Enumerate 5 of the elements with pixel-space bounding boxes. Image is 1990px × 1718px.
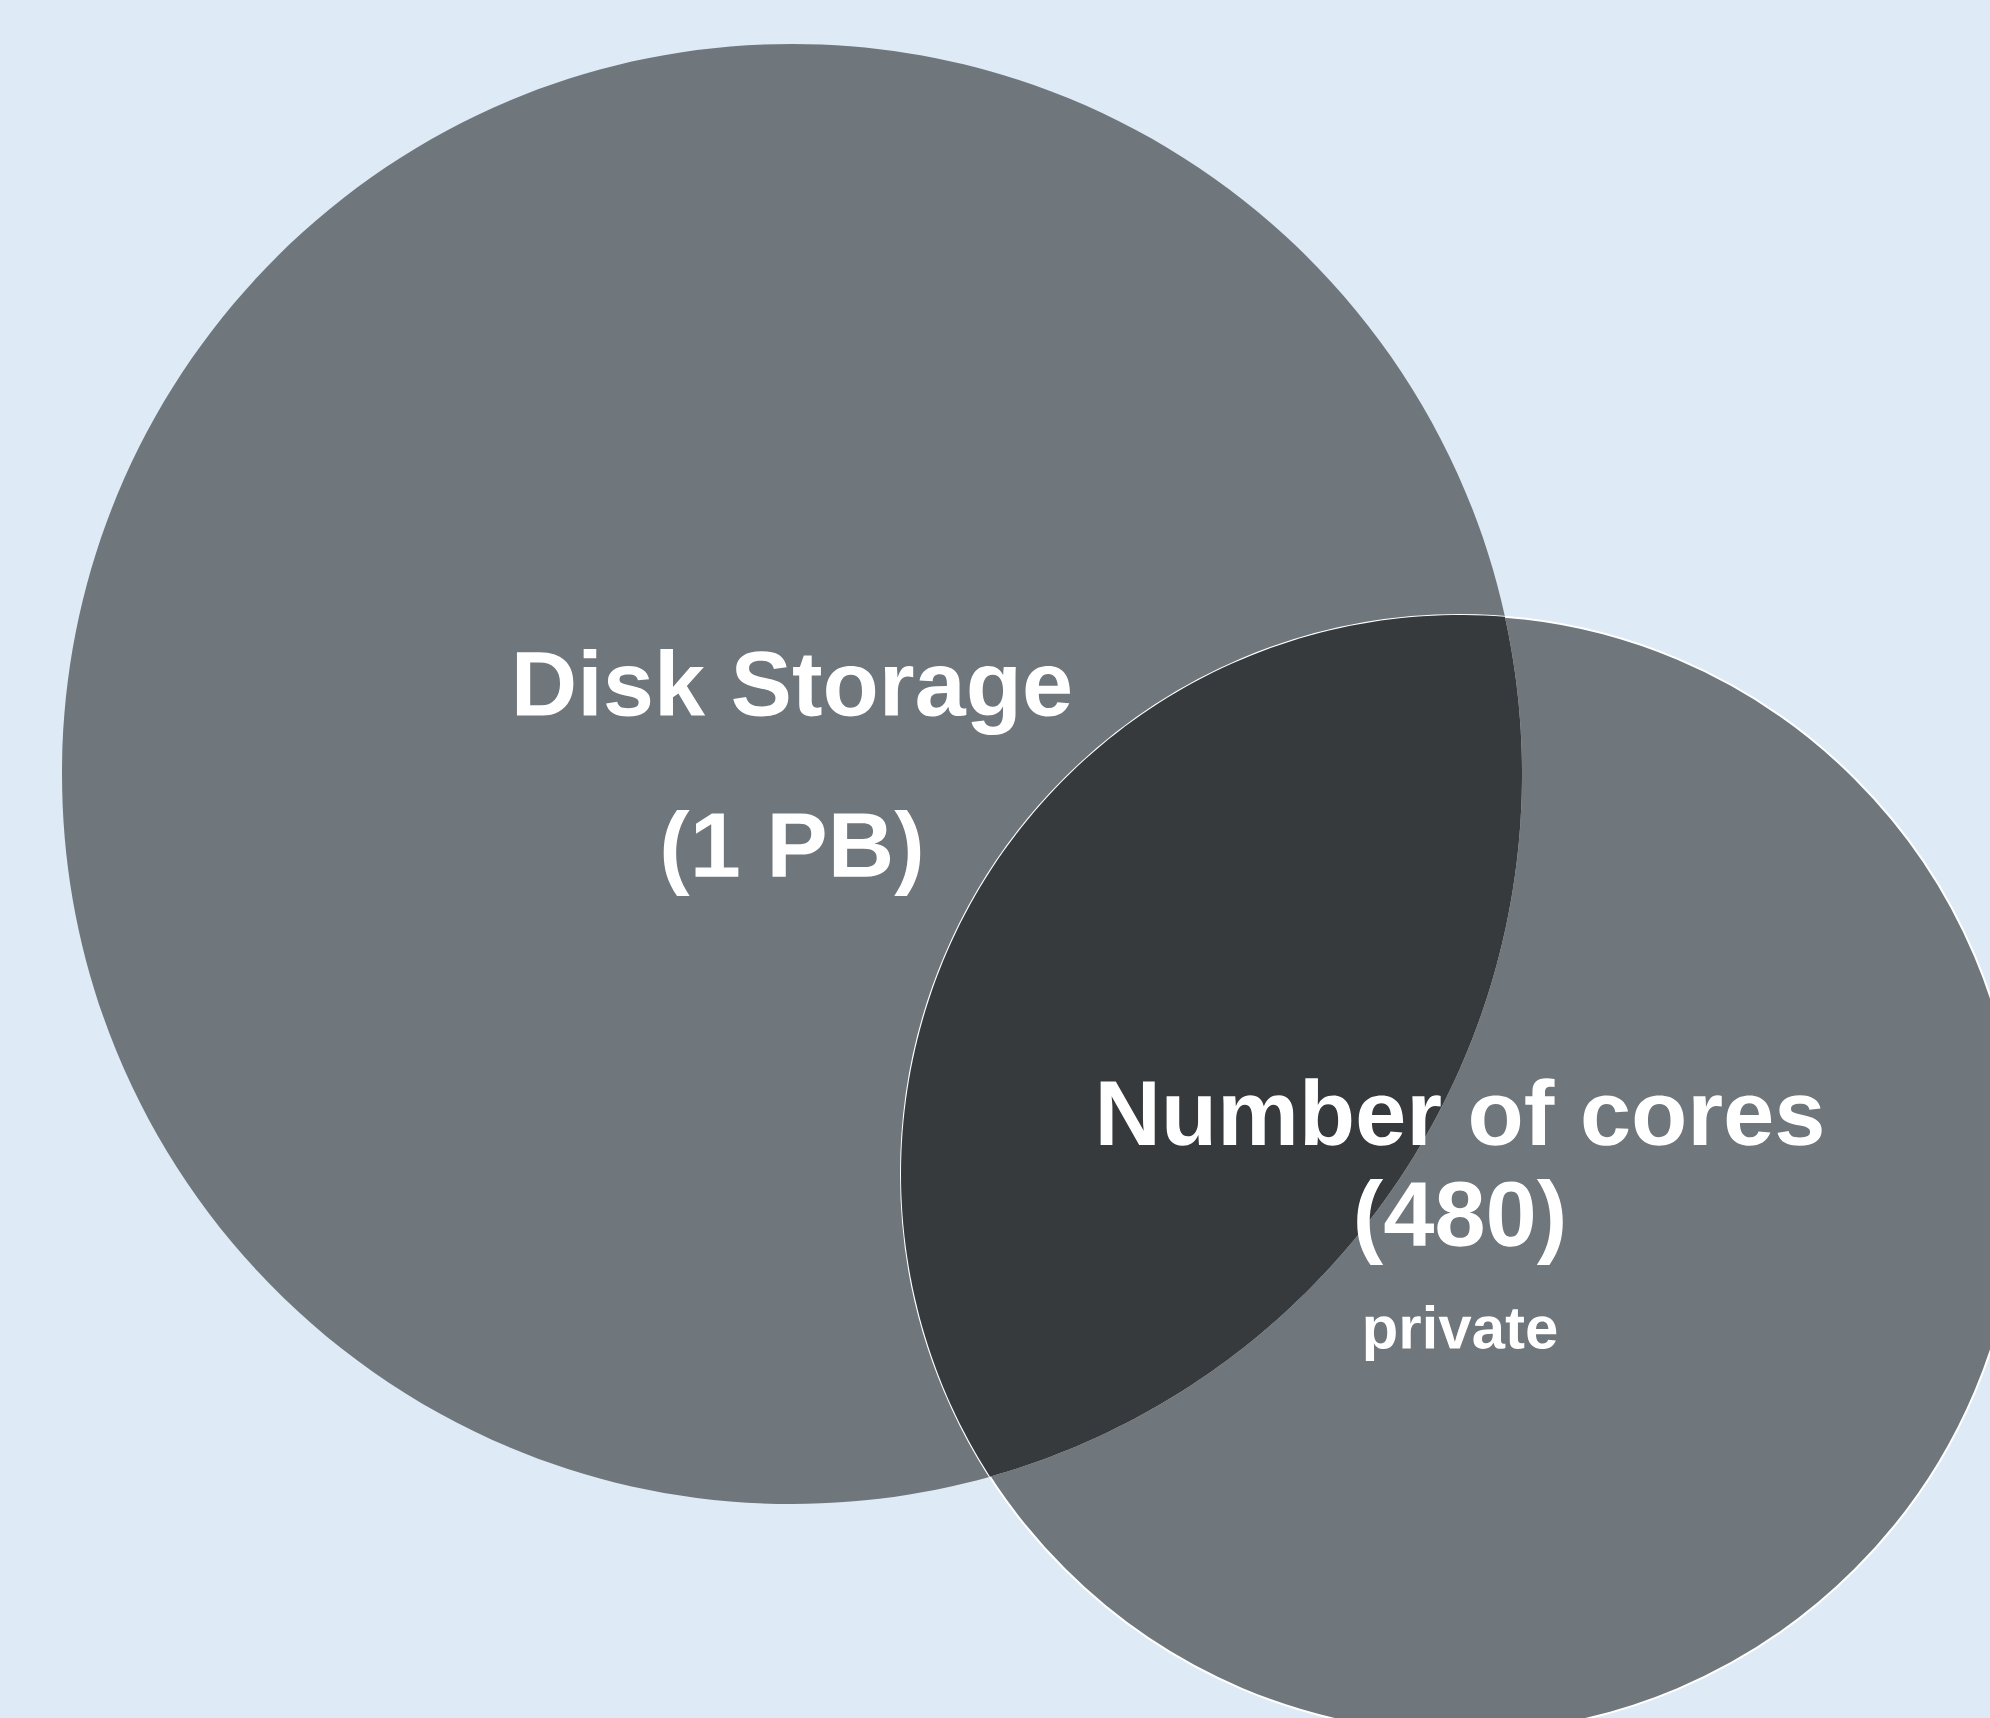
circle-label: Number of cores — [1100, 1078, 1822, 1146]
circle-label: (480) — [1357, 1179, 1563, 1265]
circle-label: private — [1365, 1305, 1557, 1361]
circle-label: (1 PB) — [663, 810, 921, 896]
circle-label: Disk Storage — [516, 648, 1070, 736]
